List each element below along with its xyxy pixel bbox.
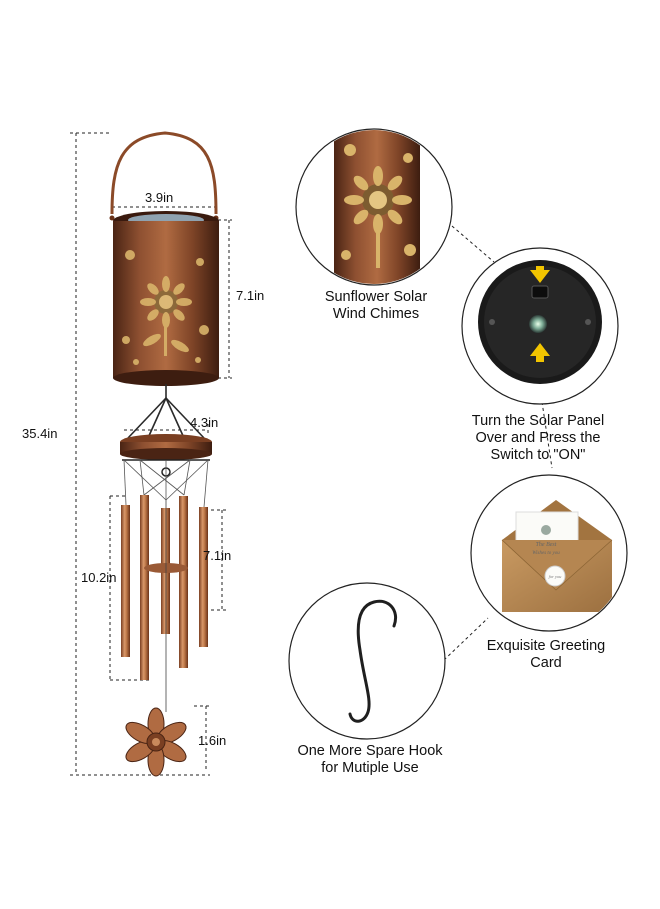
switch-caption: Turn the Solar Panel Over and Press the …	[471, 413, 605, 463]
ring-width-label: 4.3in	[190, 415, 219, 430]
dimension-lines	[70, 132, 553, 776]
flower-height-label: 1.6in	[198, 733, 227, 748]
switch-closeup	[461, 247, 619, 405]
chains	[127, 384, 205, 439]
card-text-line1: The Best	[536, 542, 557, 548]
long-tube-label: 10.2in	[81, 570, 117, 585]
card-seal-text: for you	[549, 574, 563, 579]
hook-caption: One More Spare Hook for Mutiple Use	[297, 743, 443, 776]
canister-height-label: 7.1in	[236, 288, 265, 303]
card-caption: Exquisite Greeting Card	[486, 638, 606, 671]
hook-closeup	[288, 582, 446, 740]
solar-canister	[109, 131, 219, 386]
tube-strings	[123, 459, 209, 508]
s-hook-icon	[348, 599, 397, 723]
sunflower-closeup	[295, 128, 453, 286]
total-height-label: 35.4in	[22, 426, 58, 441]
sunflower-caption: Sunflower Solar Wind Chimes	[324, 289, 428, 322]
flower-wind-catcher	[125, 707, 187, 777]
card-closeup	[470, 474, 628, 632]
chime-tubes	[121, 495, 208, 680]
chime-top-ring	[120, 434, 212, 477]
card-text-line2: Wishes to you	[532, 551, 560, 556]
canister-width-label: 3.9in	[145, 190, 174, 205]
short-tube-label: 7.1in	[203, 548, 232, 563]
